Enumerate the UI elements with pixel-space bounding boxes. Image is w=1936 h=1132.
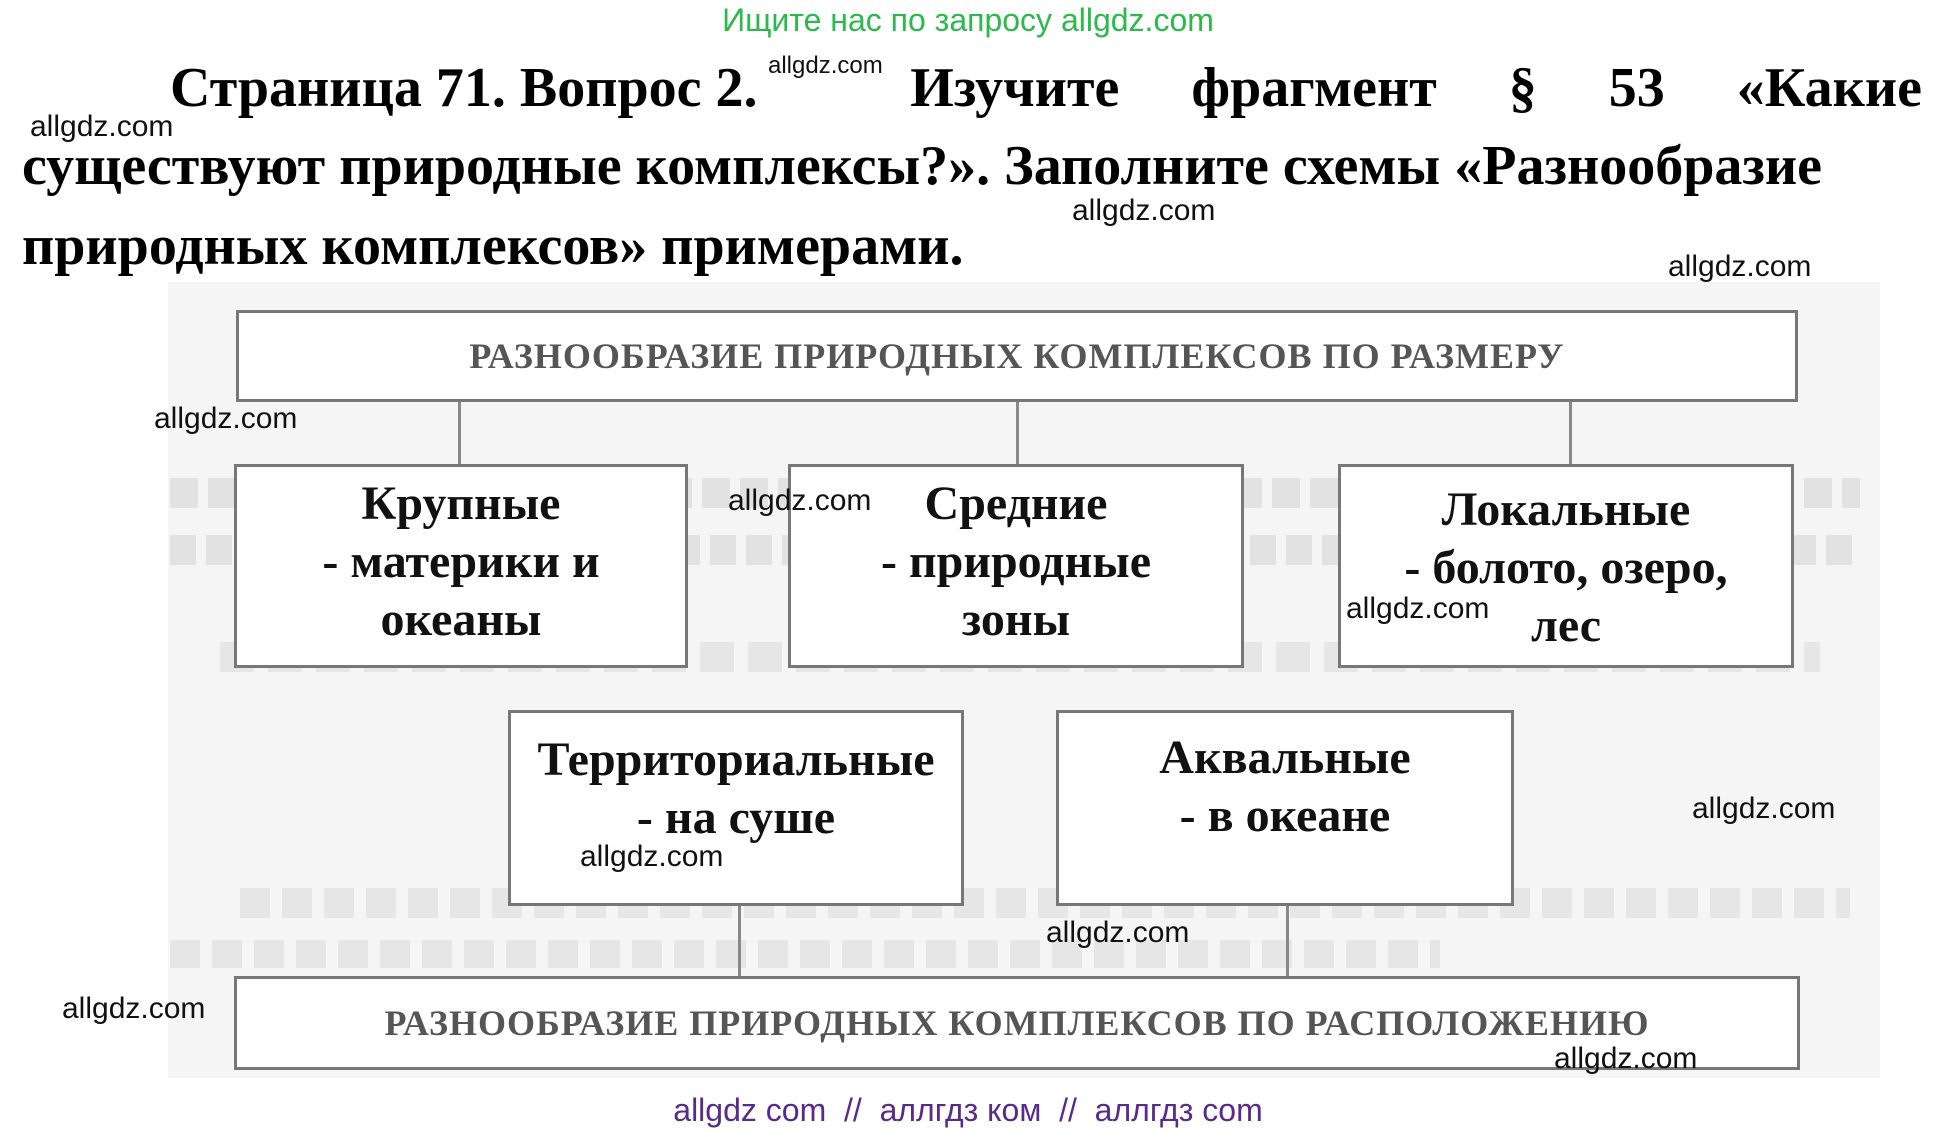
watermark: allgdz.com	[154, 402, 298, 435]
ghost-text	[170, 940, 1440, 968]
task-line-2: существуют природные комплексы?». Заполн…	[22, 135, 1823, 197]
watermark: allgdz.com	[1346, 592, 1490, 625]
size-box-title: Средние	[924, 477, 1108, 530]
watermark: allgdz.com	[728, 484, 872, 517]
size-box-local: Локальные - болото, озеро, лес	[1338, 464, 1794, 668]
size-box-example: - природные	[880, 535, 1152, 588]
size-box-example: океаны	[380, 593, 542, 646]
watermark: allgdz.com	[62, 992, 206, 1025]
size-box-example: лес	[1530, 599, 1602, 652]
top-banner[interactable]: Ищите нас по запросу allgdz.com	[722, 2, 1214, 38]
location-box-aquatic: Аквальные - в океане	[1056, 710, 1514, 906]
size-box-title: Локальные	[1441, 483, 1691, 536]
connector-line	[458, 402, 461, 466]
watermark: allgdz.com	[580, 840, 724, 873]
location-box-title: Аквальные	[1159, 731, 1411, 784]
watermark: allgdz.com	[1072, 194, 1216, 227]
location-box-example: - на суше	[636, 791, 836, 844]
connector-line	[738, 906, 741, 978]
task-line-1-rest: Изучите фрагмент § 53 «Какие	[910, 57, 1922, 119]
size-box-medium: Средние - природные зоны	[788, 464, 1244, 668]
watermark: allgdz.com	[768, 52, 883, 79]
location-box-territorial: Территориальные - на суше	[508, 710, 964, 906]
footer-links[interactable]: allgdz com // аллгдз ком // аллгдз com	[673, 1092, 1263, 1128]
location-header-box: РАЗНООБРАЗИЕ ПРИРОДНЫХ КОМПЛЕКСОВ ПО РАС…	[234, 976, 1800, 1070]
size-box-title: Крупные	[361, 477, 561, 530]
watermark: allgdz.com	[1668, 250, 1812, 283]
watermark: allgdz.com	[1692, 792, 1836, 825]
size-header-box: РАЗНООБРАЗИЕ ПРИРОДНЫХ КОМПЛЕКСОВ ПО РАЗ…	[236, 310, 1798, 402]
task-line-3: природных комплексов» примерами.	[22, 215, 964, 277]
size-header-label: РАЗНООБРАЗИЕ ПРИРОДНЫХ КОМПЛЕКСОВ ПО РАЗ…	[469, 336, 1565, 376]
connector-line	[1286, 906, 1289, 978]
size-box-example: - материки и	[322, 535, 600, 588]
task-line-1: Страница 71. Вопрос 2. Изучите фрагмент …	[22, 48, 1922, 128]
task-text: Страница 71. Вопрос 2. Изучите фрагмент …	[22, 48, 1922, 286]
watermark: allgdz.com	[1046, 916, 1190, 949]
connector-line	[1569, 402, 1572, 466]
size-box-large: Крупные - материки и океаны	[234, 464, 688, 668]
connector-line	[1016, 402, 1019, 466]
ghost-text	[240, 888, 1850, 918]
location-header-label: РАЗНООБРАЗИЕ ПРИРОДНЫХ КОМПЛЕКСОВ ПО РАС…	[384, 1003, 1650, 1043]
watermark: allgdz.com	[30, 110, 174, 143]
size-box-example: зоны	[961, 593, 1071, 646]
size-box-example: - болото, озеро,	[1404, 541, 1728, 594]
location-box-title: Территориальные	[537, 733, 935, 786]
watermark: allgdz.com	[1554, 1042, 1698, 1075]
location-box-example: - в океане	[1179, 789, 1391, 842]
task-title: Страница 71. Вопрос 2.	[170, 57, 758, 119]
